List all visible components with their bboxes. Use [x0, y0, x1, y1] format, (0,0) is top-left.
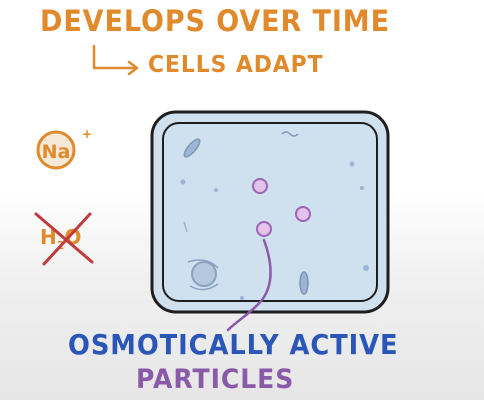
water-symbol: H: [40, 225, 57, 249]
osmotic-particle-icon: [252, 178, 268, 194]
caption-particles: PARTICLES: [136, 364, 295, 395]
vesicle-icon: [360, 186, 364, 190]
arrow-icon: [92, 44, 139, 76]
vesicle-icon: [349, 161, 355, 167]
caption-osmotically-active: OSMOTICALLY ACTIVE: [68, 328, 399, 361]
nucleus-icon: [187, 259, 219, 291]
sodium-ion-icon: Na +: [36, 127, 92, 170]
vesicle-icon: [240, 296, 244, 300]
organelle-icon: [299, 271, 309, 295]
vesicle-icon: [214, 188, 218, 192]
heading-title: DEVELOPS OVER TIME: [40, 4, 390, 38]
sodium-symbol: Na: [42, 141, 71, 163]
organelle-icon: [281, 131, 299, 137]
organelle-icon: [183, 221, 188, 233]
osmotic-particle-icon: [256, 221, 272, 237]
pointer-line: [226, 238, 272, 332]
cell: [150, 110, 390, 314]
heading-subtitle: CELLS ADAPT: [148, 52, 324, 78]
sodium-charge: +: [82, 127, 92, 141]
osmotic-particle-icon: [295, 206, 311, 222]
water-crossed-out-icon: H2O: [34, 212, 94, 266]
vesicle-icon: [180, 179, 186, 185]
vesicle-icon: [363, 265, 369, 271]
organelle-icon: [183, 138, 201, 158]
